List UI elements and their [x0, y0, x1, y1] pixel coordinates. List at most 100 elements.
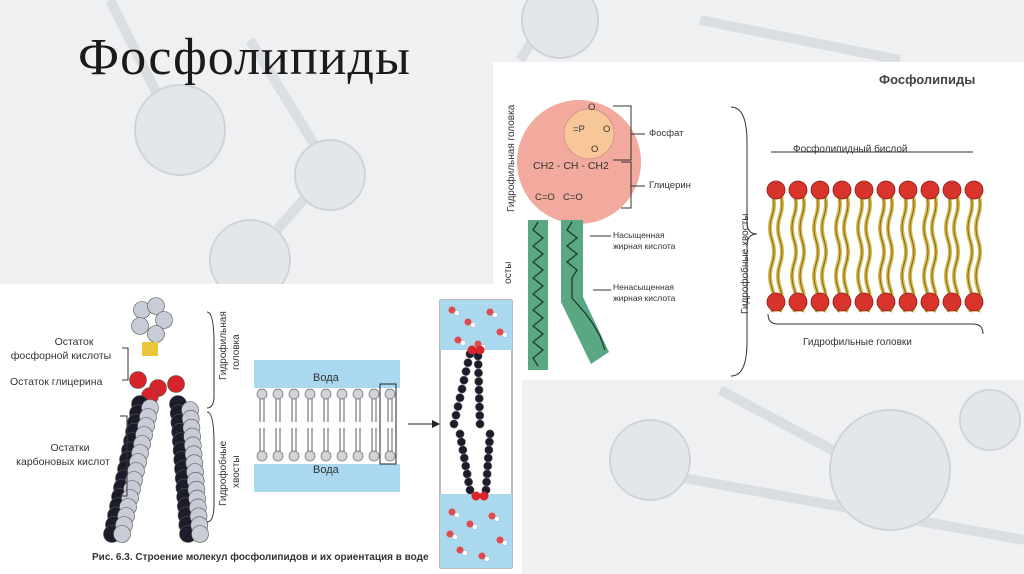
- water-h: [452, 534, 458, 540]
- column-head-atom: [475, 345, 485, 355]
- water-molecule: [448, 508, 456, 516]
- bilayer-head-bottom: [876, 292, 896, 312]
- column-atom: [456, 437, 466, 447]
- column-atom: [475, 419, 485, 429]
- left-brackets: [120, 311, 215, 523]
- bilayer-tail-outline: [953, 191, 959, 313]
- glycerol-label: Глицерин: [649, 180, 691, 191]
- bilayer-tail-outline: [769, 191, 775, 313]
- lipid-head-bottom: [352, 450, 364, 462]
- water-h: [470, 322, 476, 328]
- bilayer-tail-outline: [821, 191, 827, 313]
- bilayer-head-bottom: [898, 292, 918, 312]
- phosphate-formula-bottom: O: [591, 144, 599, 155]
- lipid-head-bottom: [368, 450, 380, 462]
- bilayer-tail-outline: [865, 191, 871, 313]
- column-atom: [483, 461, 493, 471]
- column-atom: [474, 368, 483, 378]
- column-atom: [474, 394, 484, 403]
- water-molecule: [486, 308, 494, 316]
- column-atom: [483, 453, 493, 463]
- carboxylic-label-2: карбоновых кислот: [16, 456, 110, 468]
- column-atom: [484, 445, 494, 455]
- water-h: [462, 550, 468, 556]
- water-molecule: [464, 318, 472, 326]
- bilayer-tail-outline: [975, 191, 981, 313]
- bilayer-tail-outline: [843, 191, 849, 313]
- column-atom: [462, 469, 472, 479]
- water-h: [484, 556, 490, 562]
- bilayer-head-top: [898, 180, 918, 200]
- column-atom: [463, 358, 473, 368]
- phosphate-bracket: [613, 105, 645, 161]
- column-atom: [461, 461, 471, 471]
- bilayer-head-top: [920, 180, 940, 200]
- column-atom: [459, 453, 469, 463]
- column-atom: [485, 429, 495, 439]
- lipid-head-bottom: [336, 450, 348, 462]
- bilayer-head-top: [832, 180, 852, 200]
- highlight-box: [379, 383, 397, 465]
- bilayer-head-bottom: [810, 292, 830, 312]
- phospholipid-molecule-model: [103, 297, 209, 543]
- right-diagram-title: Фосфолипиды: [879, 72, 976, 87]
- water-h: [494, 516, 500, 522]
- bilayer-tail-outline: [887, 191, 893, 313]
- glycerol-residue-label: Остаток глицерина: [10, 376, 103, 388]
- saturated-label-1: Насыщенная: [613, 230, 665, 240]
- water-molecule: [478, 552, 486, 560]
- water-molecule: [496, 536, 504, 544]
- lipid-head-top: [304, 388, 316, 400]
- slide-title: Фосфолипиды: [78, 29, 411, 86]
- bilayer-tail-outline: [967, 191, 973, 313]
- water-molecule: [488, 512, 496, 520]
- column-head-atom: [467, 345, 477, 355]
- bilayer-head-bottom: [854, 292, 874, 312]
- water-molecule: [446, 530, 454, 538]
- column-atom: [482, 469, 492, 479]
- phosphate-formula-right: O: [603, 124, 611, 135]
- bilayer-head-top: [942, 180, 962, 200]
- bilayer-head-top: [876, 180, 896, 200]
- glycerol-formula: CH2 - CH - CH2: [533, 160, 609, 172]
- column-atom: [457, 384, 467, 394]
- heads-brace: [767, 313, 984, 335]
- bilayer-head-bottom: [766, 292, 786, 312]
- membrane-cross-section: [439, 299, 513, 569]
- unsaturated-label-1: Ненасыщенная: [613, 282, 674, 292]
- arrow-head: [432, 420, 440, 428]
- phosphoric-label-2: фосфорной кислоты: [10, 350, 112, 362]
- water-h: [460, 340, 466, 346]
- bilayer-tail-outline: [909, 191, 915, 313]
- water-h: [472, 524, 478, 530]
- head-and-tails-diagram: [517, 100, 758, 377]
- atom: [129, 371, 147, 389]
- glycerol-bracket: [621, 161, 645, 209]
- phosphate-label: Фосфат: [649, 128, 684, 139]
- phosphate-circle: [563, 108, 615, 160]
- lipid-head-bottom: [304, 450, 316, 462]
- water-bottom-label: Вода: [313, 464, 339, 476]
- bilayer-label: Фосфолипидный бислой: [793, 144, 908, 155]
- bilayer-tail-outline: [791, 191, 797, 313]
- lipid-head-top: [384, 388, 396, 400]
- lipid-head-top: [352, 388, 364, 400]
- water-h: [454, 310, 460, 316]
- water-molecule: [496, 328, 504, 336]
- lipid-head-bottom: [256, 450, 268, 462]
- molecule-orientation-panel: Остаток фосфорной кислоты Остаток глицер…: [0, 284, 522, 574]
- phospholipid-structure-panel: O =P O O CH2 - CH - CH2 C=O C=O Гидрофил…: [493, 62, 1024, 380]
- column-water-bottom: [440, 494, 512, 568]
- atom: [113, 525, 131, 543]
- unsaturated-tail: [561, 220, 609, 364]
- column-atom: [482, 477, 492, 487]
- bilayer-tail-outline: [923, 191, 929, 313]
- bilayer-tail-outline: [857, 191, 863, 313]
- lipid-head-top: [288, 388, 300, 400]
- water-h: [502, 332, 508, 338]
- column-atom: [475, 411, 485, 420]
- water-molecule: [454, 336, 462, 344]
- bilayer-tail-outline: [799, 191, 805, 313]
- column-atom: [459, 375, 469, 385]
- bilayer-head-bottom: [920, 292, 940, 312]
